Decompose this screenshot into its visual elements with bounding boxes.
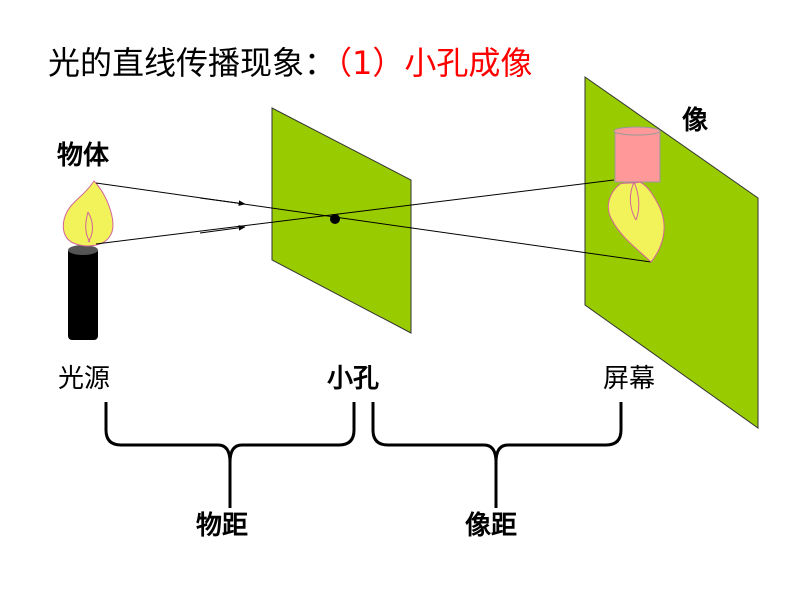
inverted-candle-body	[614, 130, 661, 183]
inverted-flame-icon	[607, 181, 665, 263]
object-distance-label: 物距	[196, 511, 249, 541]
pinhole-barrier-panel	[271, 107, 412, 334]
pinhole-label: 小孔	[327, 364, 380, 394]
candle-top	[68, 245, 98, 255]
slide-title: 光的直线传播现象：（1）小孔成像	[48, 47, 532, 79]
pinhole-dot	[330, 214, 340, 224]
ray-bottom	[95, 179, 615, 245]
image-distance-bracket	[371, 402, 623, 508]
object-label: 物体	[57, 141, 110, 171]
image-distance-label: 像距	[465, 511, 518, 541]
inverted-candle-base	[613, 126, 661, 136]
image-label: 像	[682, 106, 709, 136]
light-source-label: 光源	[58, 364, 111, 394]
flame-icon	[62, 180, 114, 247]
title-main: 光的直线传播现象：	[48, 44, 337, 82]
object-distance-bracket	[104, 402, 356, 508]
title-sub: （1）小孔成像	[336, 44, 533, 82]
screen-label: 屏幕	[603, 364, 656, 394]
ray-top-arrow	[199, 197, 246, 206]
ray-top	[95, 182, 652, 263]
candle-body	[68, 248, 98, 340]
ray-bottom-arrow	[199, 225, 246, 234]
